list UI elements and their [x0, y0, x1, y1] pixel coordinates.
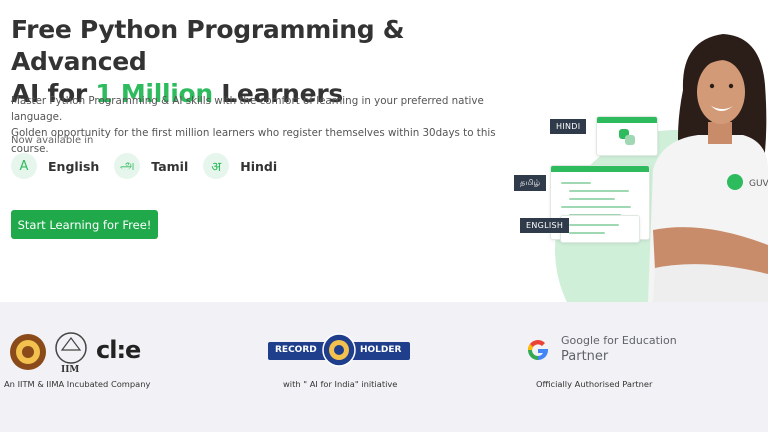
code-window-hindi [596, 116, 658, 156]
tag-english: ENGLISH [520, 218, 570, 233]
title-highlight: 1 Million [95, 79, 213, 108]
language-label: Tamil [151, 158, 189, 174]
hero-description: Master Python Programming & AI skills wi… [11, 93, 501, 157]
partners-band: IIM cl:e An IITM & IIMA Incubated Compan… [0, 302, 768, 432]
svg-text:IIM: IIM [61, 365, 79, 374]
language-list: A English அ Tamil अ Hindi [11, 153, 292, 179]
cie-logo: cl:e [96, 336, 141, 364]
page-title: Free Python Programming & Advanced AI fo… [11, 14, 511, 110]
python-logo-icon [619, 129, 635, 145]
language-label: Hindi [240, 158, 278, 174]
tag-tamil: தமிழ் [514, 175, 547, 191]
title-suffix: Learners [212, 79, 343, 108]
tamil-glyph-icon: அ [114, 153, 141, 179]
google-caption: Officially Authorised Partner [536, 379, 653, 389]
title-line-2: AI for 1 Million Learners [11, 78, 511, 110]
record-left-text: RECORD [275, 345, 317, 355]
tag-hindi: HINDI [550, 119, 587, 134]
title-line-1: Free Python Programming & Advanced [11, 15, 405, 76]
description-line-2: Golden opportunity for the first million… [11, 127, 496, 155]
google-logo-icon [528, 340, 549, 361]
available-label: Now available in [11, 135, 94, 146]
record-caption: with " AI for India" initiative [283, 379, 398, 389]
language-option-english[interactable]: A English [11, 153, 99, 179]
record-right-text: HOLDER [360, 345, 402, 355]
hindi-glyph-icon: अ [203, 153, 230, 179]
incubation-caption: An IITM & IIMA Incubated Company [4, 379, 151, 389]
guinness-seal-icon [322, 333, 356, 367]
iim-logo-icon: IIM [55, 332, 87, 374]
google-line-1: Google for Education [561, 334, 677, 347]
language-option-hindi[interactable]: अ Hindi [203, 153, 277, 179]
google-line-2: Partner [561, 349, 609, 364]
start-learning-button[interactable]: Start Learning for Free! [11, 210, 158, 239]
code-window-english [560, 215, 640, 243]
title-prefix: AI for [11, 79, 96, 108]
hero-section: Free Python Programming & Advanced AI fo… [11, 14, 768, 302]
language-option-tamil[interactable]: அ Tamil [114, 153, 188, 179]
description-line-1: Master Python Programming & AI skills wi… [11, 95, 484, 123]
language-label: English [48, 158, 100, 174]
english-glyph-icon: A [11, 153, 37, 179]
iitm-seal-icon [10, 334, 46, 370]
